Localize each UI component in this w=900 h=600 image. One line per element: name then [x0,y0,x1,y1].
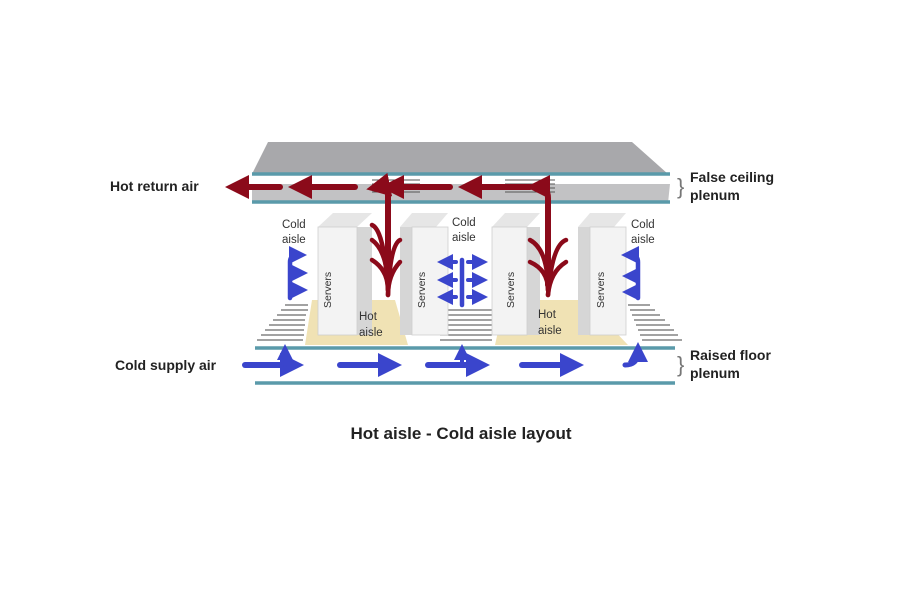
raised-floor-bracket: } [677,352,684,377]
diagram-caption: Hot aisle - Cold aisle layout [350,424,571,443]
server-label-1: Servers [322,272,334,308]
floor-grille-left [257,304,308,341]
cold-aisle-3-label-2: aisle [631,234,655,246]
false-ceiling-label-line2: plenum [690,187,740,203]
server-rack-4 [578,213,627,336]
server-label-2: Servers [416,272,428,308]
server-label-3: Servers [505,272,517,308]
raised-floor-label-line1: Raised floor [690,347,771,363]
cold-supply-airflow [242,246,648,377]
cold-riser-3 [621,246,641,301]
server-rack-3 [491,213,540,336]
hot-aisle-2-label-2: aisle [538,325,562,337]
cold-plenum-arrow-5 [622,342,648,368]
false-ceiling [252,142,670,204]
hot-aisle-1-label-2: aisle [359,327,383,339]
cold-supply-air-label: Cold supply air [115,357,217,373]
floor-grille-right [628,304,682,341]
ceiling-top-slab [252,142,668,174]
cold-riser-1 [287,246,307,301]
cold-aisle-1-label-2: aisle [282,234,306,246]
cold-aisle-3-label-1: Cold [631,219,655,231]
cold-aisle-2-label-1: Cold [452,217,476,229]
false-ceiling-bracket: } [677,174,684,199]
hot-return-air-label: Hot return air [110,178,199,194]
raised-floor-label-line2: plenum [690,365,740,381]
hot-return-airflow [225,172,569,298]
cold-aisle-2-label-2: aisle [452,232,476,244]
server-rack-1 [317,213,372,336]
hot-aisle-2-label-1: Hot [538,309,557,321]
floor-grille-center [440,309,492,341]
server-label-4: Servers [595,272,607,308]
false-ceiling-label-line1: False ceiling [690,169,774,185]
hot-aisle-1-label-1: Hot [359,311,378,323]
cold-aisle-1-label-1: Cold [282,219,306,231]
